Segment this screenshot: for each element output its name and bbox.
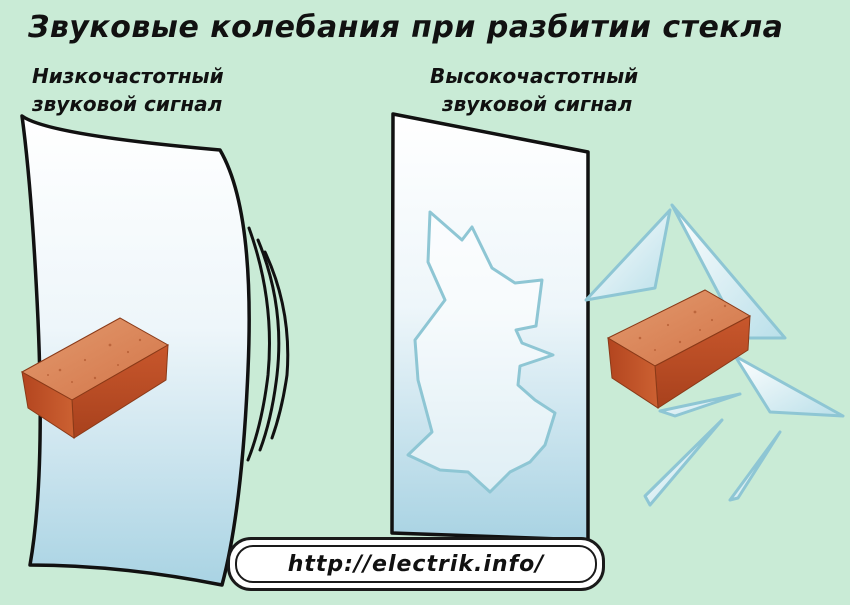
high-frequency-caption: Высокочастотный звуковой сигнал bbox=[430, 62, 638, 118]
low-frequency-caption: Низкочастотный звуковой сигнал bbox=[32, 62, 224, 118]
glass-shard-6 bbox=[728, 430, 782, 502]
vibration-waves bbox=[246, 226, 290, 462]
page-title: Звуковые колебания при разбитии стекла bbox=[28, 10, 784, 45]
glass-shard-4 bbox=[658, 392, 742, 418]
vibration-arc-1 bbox=[246, 226, 271, 462]
low-frequency-caption-line1: Низкочастотный bbox=[32, 64, 224, 88]
glass-shard-2 bbox=[670, 203, 787, 340]
high-frequency-caption-line2: звуковой сигнал bbox=[442, 92, 633, 116]
brick-left bbox=[20, 317, 170, 439]
high-frequency-caption-line1: Высокочастотный bbox=[430, 64, 639, 88]
glass-shard-1 bbox=[584, 208, 672, 302]
vibration-arc-2 bbox=[256, 238, 281, 452]
brick-right bbox=[606, 289, 752, 409]
url-text: http://electrik.info/ bbox=[287, 551, 545, 577]
broken-hole bbox=[406, 210, 557, 494]
url-badge-inner: http://electrik.info/ bbox=[235, 545, 597, 583]
low-frequency-caption-line2: звуковой сигнал bbox=[32, 92, 223, 116]
broken-glass-pane bbox=[390, 112, 590, 542]
glass-shard-5 bbox=[643, 418, 724, 507]
glass-shards bbox=[584, 203, 845, 507]
vibration-arc-3 bbox=[263, 250, 290, 440]
glass-shard-3 bbox=[733, 354, 845, 418]
url-badge: http://electrik.info/ bbox=[227, 537, 605, 591]
